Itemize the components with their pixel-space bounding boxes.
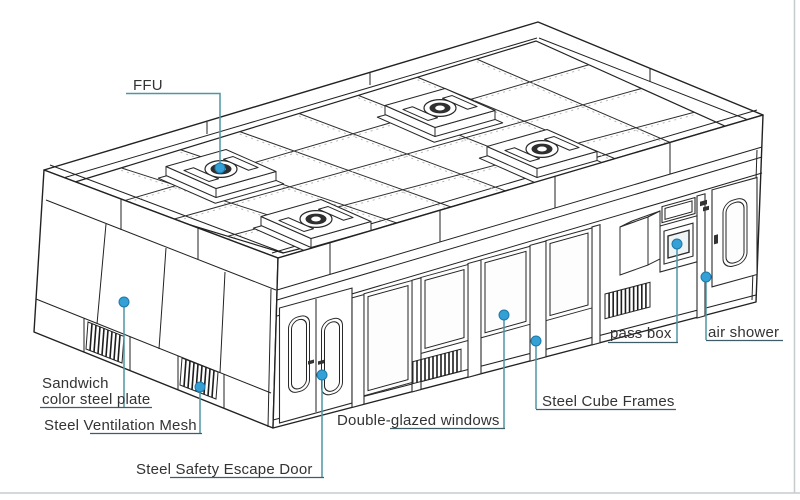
ffu-leader-line (126, 92, 221, 164)
sandwich-label-line1: Sandwich (42, 375, 109, 392)
air-shower-window (722, 198, 748, 267)
ffu-marker-dot (214, 162, 226, 174)
pass-box-opening (659, 196, 698, 273)
label-double-glazed-windows: Double-glazed windows (337, 309, 510, 430)
window-post (591, 224, 601, 346)
window-1 (363, 279, 413, 397)
ffu-label-text: FFU (133, 77, 163, 94)
frames-label-text: Steel Cube Frames (542, 393, 675, 410)
pass-box-marker-dot (671, 238, 683, 250)
door-window-left (288, 315, 310, 393)
mesh-label-text: Steel Ventilation Mesh (44, 417, 197, 434)
sandwich-label-line2: color steel plate (42, 391, 150, 408)
label-cube-frames: Steel Cube Frames (530, 335, 676, 411)
header-beam (276, 172, 763, 317)
window-2 (420, 263, 469, 355)
ventilation-grille-1 (85, 321, 125, 364)
parapet-back-right-band (538, 37, 757, 124)
air-shower-handle (714, 234, 718, 245)
window-4 (545, 227, 593, 322)
label-escape-door: Steel Safety Escape Door (136, 369, 328, 479)
window-3 (480, 245, 531, 339)
window-post (351, 293, 365, 409)
label-sandwich-plate: Sandwich color steel plate (40, 296, 152, 409)
air-shower-door (700, 176, 758, 288)
mesh-marker-dot (194, 381, 206, 393)
front-parapet-bottom (276, 146, 763, 291)
label-air-shower: air shower (700, 271, 783, 342)
panel-seam (96, 223, 107, 325)
ventilation-grille-3 (412, 348, 462, 385)
double-glazed-windows (363, 227, 593, 397)
air-shower-marker-dot (700, 271, 712, 283)
windows-marker-dot (498, 309, 510, 321)
door-handle (308, 359, 314, 365)
front-wall (272, 114, 764, 429)
ventilation-grille-4 (604, 281, 651, 320)
labels-layer: FFU Sandwich color steel plate Steel Ven… (40, 77, 783, 479)
pass-box-label-text: pass box (610, 325, 672, 342)
parapet-back-left-band (52, 37, 538, 182)
door-handle (318, 359, 324, 365)
baseboard-top (35, 298, 272, 394)
ffu-unit-3 (376, 88, 504, 143)
hinge-mark (700, 199, 707, 207)
ventilation-grille-2 (179, 357, 219, 400)
frames-marker-dot (530, 335, 542, 347)
sandwich-marker-dot (118, 296, 130, 308)
air-shower-label-text: air shower (708, 324, 779, 341)
escape-door (278, 287, 353, 424)
panel-seam (219, 271, 226, 374)
windows-label-text: Double-glazed windows (337, 412, 500, 429)
window-post (467, 259, 482, 378)
panel-seam (158, 247, 167, 350)
pass-box-unit (619, 210, 661, 276)
window-post (696, 193, 706, 319)
front-wall-details (278, 176, 758, 424)
header-beam (276, 156, 763, 301)
label-ffu: FFU (126, 77, 226, 174)
label-ventilation-mesh: Steel Ventilation Mesh (44, 381, 206, 435)
parapet-front-left-top (49, 164, 285, 254)
escape-door-label-text: Steel Safety Escape Door (136, 461, 313, 478)
hinge-mark (703, 205, 709, 212)
left-parapet-bottom (45, 199, 277, 291)
escape-door-marker-dot (316, 369, 328, 381)
label-pass-box: pass box (608, 238, 683, 344)
